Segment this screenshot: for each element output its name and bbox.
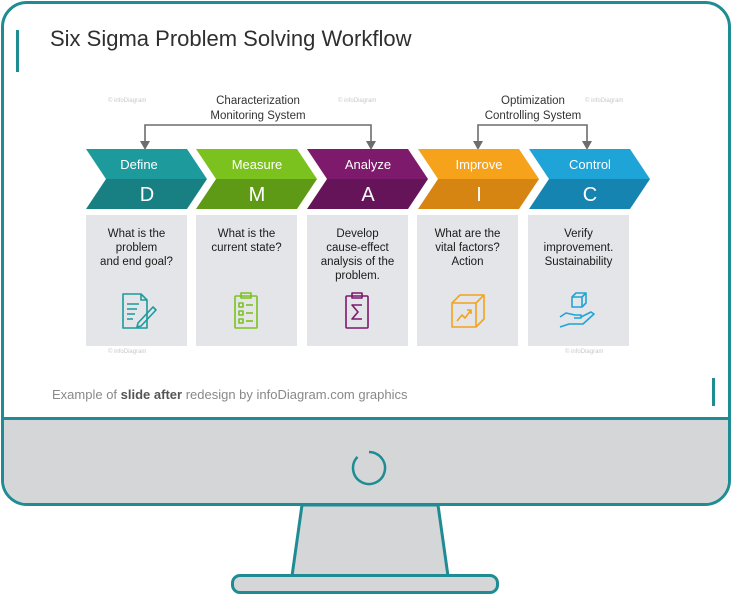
watermark: © infoDiagram [108,98,147,104]
hand-box-icon [559,292,595,328]
monitor-stand-neck [290,505,450,577]
checklist-clipboard-icon [234,292,258,329]
title-accent-bar [16,30,19,72]
step-letter-control: C [582,184,598,206]
page-title: Six Sigma Problem Solving Workflow [50,26,412,51]
power-icon [351,450,387,486]
step-letter-analyze: A [361,184,375,206]
watermark: © infoDiagram [585,98,624,104]
step-label-measure: Measure [231,157,283,172]
monitor-stand-base [231,574,499,594]
watermark: © infoDiagram [565,349,604,355]
step-label-control: Control [569,157,611,172]
chevron-analyze [307,149,428,209]
watermark: © infoDiagram [338,98,377,104]
step-label-analyze: Analyze [344,157,392,172]
monitor-bezel [4,417,728,503]
bracket-connectors [140,124,592,150]
step-letter-define: D [139,184,155,206]
document-pencil-icon [122,293,157,329]
side-accent-bar [712,378,715,406]
dmaic-chevrons [86,149,650,209]
step-letter-measure: M [248,184,266,206]
caption: Example of slide after redesign by infoD… [52,387,408,402]
growth-box-icon [451,294,485,328]
step-letter-improve: I [476,184,482,206]
sigma-clipboard-icon [345,292,369,329]
watermark: © infoDiagram [108,349,147,355]
chevron-control [529,149,650,209]
chevron-define [86,149,207,209]
chevron-measure [196,149,317,209]
chevron-improve [418,149,539,209]
step-label-improve: Improve [455,157,503,172]
step-label-define: Define [120,157,158,172]
